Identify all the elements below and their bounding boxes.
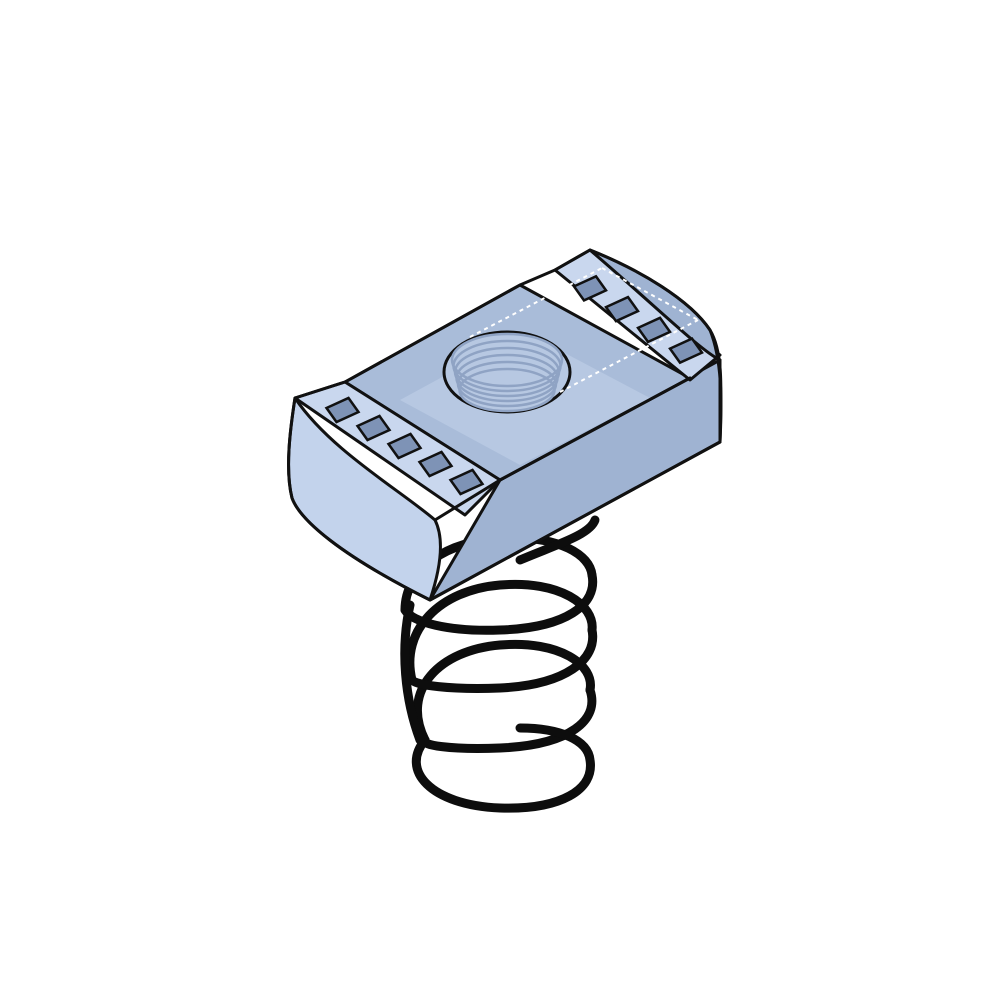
groove-left-tooth [355,414,392,442]
spring-coil-left-lead [400,600,425,745]
groove-left-tooth [386,432,423,460]
groove-teeth-right [572,274,704,365]
groove-left-tooth [324,396,361,424]
groove-right-tooth [572,274,608,302]
groove-right-tooth [636,316,672,344]
hidden-line-1 [469,267,603,338]
hidden-line-3 [601,267,699,321]
groove-right-tooth [604,295,640,323]
nut-outline [287,248,723,602]
thread-ring [450,332,564,388]
thread-ring [458,367,556,413]
thread-ring [456,360,558,408]
groove-teeth-left [324,396,485,496]
thread-ring [455,353,559,403]
spring-front [400,570,598,813]
hidden-lines [469,267,699,393]
spring-coil-bottom [411,723,595,813]
spring-coil-front-3 [400,570,598,635]
hole-threads [450,332,564,413]
thread-ring [452,339,562,393]
groove-right-tooth [668,337,704,365]
channel-nut [287,248,723,602]
nut-front-edge [433,478,502,522]
threaded-hole [442,330,572,414]
hidden-line-2 [559,319,699,393]
spring-coil-front-2 [407,625,598,693]
groove-left-tooth [417,450,454,478]
thread-ring [453,346,561,398]
nut-top-edge [498,376,692,482]
spring-coil-back-4 [515,515,600,565]
groove-left-tooth [448,468,485,496]
spring-coil-front-1 [420,685,597,753]
